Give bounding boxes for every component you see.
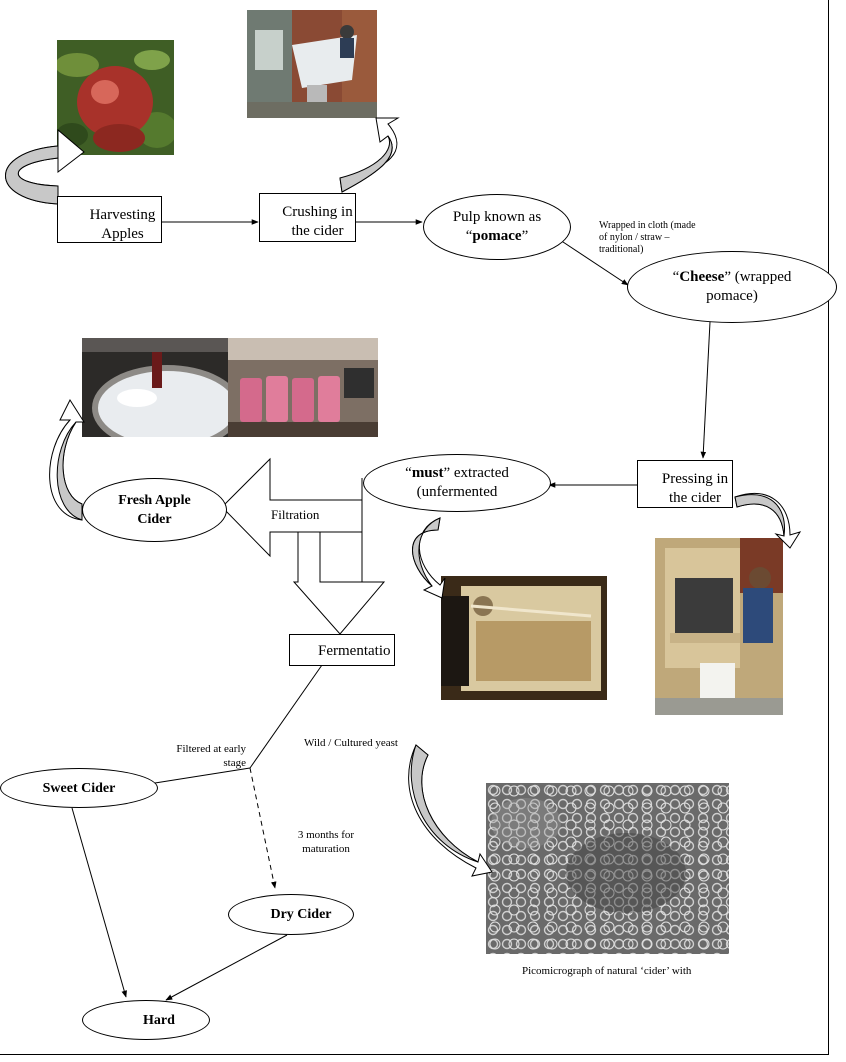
hard-cider-text: Hard: [143, 1012, 175, 1028]
dry-cider-text: Dry Cider: [270, 907, 332, 922]
apple-photo: [57, 40, 174, 155]
hard-cider-oval: Hard: [82, 1000, 210, 1040]
harvesting-apples-text: Harvesting Apples: [89, 207, 156, 242]
fermentation-block-arrow: [292, 531, 386, 635]
fresh-apple-cider-oval: Fresh Apple Cider: [82, 478, 227, 542]
must-oval: “must” extracted (unfermented: [363, 454, 551, 512]
pressing-box: Pressing in the cider: [637, 460, 733, 508]
frame-right-border: [828, 0, 829, 1054]
wrapped-in-cloth-label: Wrapped in cloth (made of nylon / straw …: [599, 220, 696, 255]
yeast-micrograph: [486, 783, 729, 954]
fermentation-box: Fermentatio: [289, 634, 395, 666]
pomace-oval: Pulp known as “pomace”: [423, 194, 571, 260]
pressing-text: Pressing in the cider: [661, 471, 729, 506]
filtered-early-label: Filtered at early stage: [176, 743, 246, 769]
tank-photo: [441, 576, 607, 700]
cheese-oval: “Cheese” (wrapped pomace): [627, 251, 837, 323]
sweet-cider-oval: Sweet Cider: [0, 768, 158, 808]
harvesting-apples-box: Harvesting Apples: [57, 196, 162, 243]
sweet-cider-text: Sweet Cider: [42, 780, 116, 796]
frame-bottom-border: [0, 1054, 829, 1055]
cheese-text: “Cheese” (wrapped pomace): [672, 269, 792, 304]
pomace-text: Pulp known as “pomace”: [452, 209, 542, 244]
crushing-box: Crushing in the cider: [259, 193, 356, 242]
filtration-label: Filtration: [271, 507, 320, 522]
sterilizing-photo: [82, 338, 228, 437]
crushing-photo: [247, 10, 377, 118]
crushing-text: Crushing in the cider: [282, 204, 353, 239]
dry-cider-oval: Dry Cider: [228, 894, 354, 935]
bottling-photo: [228, 338, 378, 437]
micrograph-caption: Picomicrograph of natural ‘cider’ with: [522, 965, 692, 977]
fresh-apple-cider-text: Fresh Apple Cider: [118, 493, 191, 527]
yeast-label: Wild / Cultured yeast: [304, 737, 398, 749]
maturation-label: 3 months for maturation: [297, 829, 355, 855]
fermentation-text: Fermentatio: [318, 643, 391, 659]
must-text: “must” extracted (unfermented: [405, 465, 509, 500]
press-photo: [655, 538, 783, 715]
